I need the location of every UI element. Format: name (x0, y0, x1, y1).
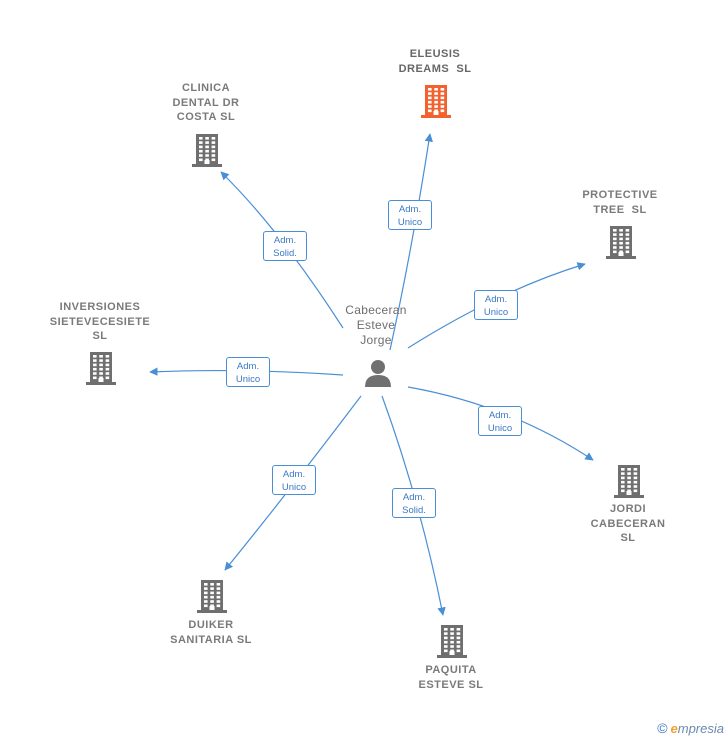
copyright-symbol: © (657, 720, 668, 736)
company-label-protective[interactable]: PROTECTIVE TREE SL (550, 188, 690, 217)
person-icon (365, 360, 391, 387)
building-icon (614, 465, 644, 498)
edge-label-jordi: Adm. Unico (478, 406, 522, 436)
building-icon (192, 134, 222, 167)
edge-label-eleusis: Adm. Unico (388, 200, 432, 230)
edge-role-text: Unico (281, 482, 307, 493)
building-icon (437, 625, 467, 658)
building-icon (421, 85, 451, 118)
company-name-line: SANITARIA SL (170, 633, 252, 646)
company-label-clinica[interactable]: CLINICA DENTAL DR COSTA SL (136, 81, 276, 125)
person-name-line: Jorge (360, 333, 392, 347)
edge-role-text: Adm. (273, 235, 297, 246)
person-name-line: Cabeceran (345, 303, 407, 317)
company-name-line: CABECERAN (590, 517, 666, 530)
company-name-line: PROTECTIVE (582, 189, 658, 201)
company-label-jordi[interactable]: JORDI CABECERAN SL (558, 502, 698, 546)
brand-logo-text: mpresia (677, 721, 724, 736)
company-node-clinica[interactable] (190, 132, 224, 168)
company-name-line: SL (620, 532, 636, 544)
building-icon (197, 580, 227, 613)
edge-role-text: Unico (487, 423, 513, 434)
edge-role-text: Solid. (402, 505, 426, 516)
company-name-line: SIETEVECESIETE (49, 315, 151, 328)
company-name-line: SL (92, 330, 108, 342)
edge-role-text: Solid. (273, 248, 297, 259)
company-node-duiker[interactable] (195, 578, 229, 614)
company-name-line: ESTEVE SL (418, 678, 484, 691)
company-name-line: PAQUITA (425, 664, 477, 676)
company-label-eleusis[interactable]: ELEUSIS DREAMS SL (365, 47, 505, 76)
edge-role-text: Adm. (484, 294, 508, 305)
company-name-line: TREE SL (593, 203, 647, 216)
person-name-line: Esteve (356, 318, 396, 332)
company-name-line: CLINICA (181, 82, 231, 94)
company-label-duiker[interactable]: DUIKER SANITARIA SL (141, 618, 281, 647)
company-name-line: ELEUSIS (409, 48, 461, 60)
company-name-line: COSTA SL (176, 111, 236, 123)
company-node-protective[interactable] (604, 224, 638, 260)
company-name-line: DREAMS SL (398, 62, 472, 75)
center-person-node[interactable] (363, 358, 393, 388)
edge-role-text: Unico (235, 374, 261, 385)
edge-label-clinica: Adm. Solid. (263, 231, 307, 261)
company-name-line: INVERSIONES (59, 301, 141, 313)
edge-label-inversiones: Adm. Unico (226, 357, 270, 387)
company-label-inversiones[interactable]: INVERSIONES SIETEVECESIETE SL (30, 300, 170, 344)
edge-role-text: Adm. (282, 469, 306, 480)
edge-role-text: Adm. (398, 204, 422, 215)
building-icon (86, 352, 116, 385)
edge-eleusis (389, 133, 433, 351)
company-node-eleusis[interactable] (419, 83, 453, 119)
edge-label-duiker: Adm. Unico (272, 465, 316, 495)
company-name-line: DUIKER (188, 619, 234, 631)
edge-label-protective: Adm. Unico (474, 290, 518, 320)
building-icon (606, 226, 636, 259)
footer-brand: ©empresia (657, 720, 724, 736)
company-node-jordi[interactable] (612, 463, 646, 499)
company-label-paquita[interactable]: PAQUITA ESTEVE SL (381, 663, 521, 692)
brand-logo-e: e (670, 721, 678, 736)
edge-role-text: Unico (483, 307, 509, 318)
edge-role-text: Adm. (236, 361, 260, 372)
company-name-line: DENTAL DR (172, 96, 240, 109)
company-node-paquita[interactable] (435, 623, 469, 659)
edge-role-text: Adm. (488, 410, 512, 421)
edge-role-text: Adm. (402, 492, 426, 503)
company-node-inversiones[interactable] (84, 350, 118, 386)
edge-role-text: Unico (397, 217, 423, 228)
edge-label-paquita: Adm. Solid. (392, 488, 436, 518)
company-name-line: JORDI (609, 503, 647, 515)
